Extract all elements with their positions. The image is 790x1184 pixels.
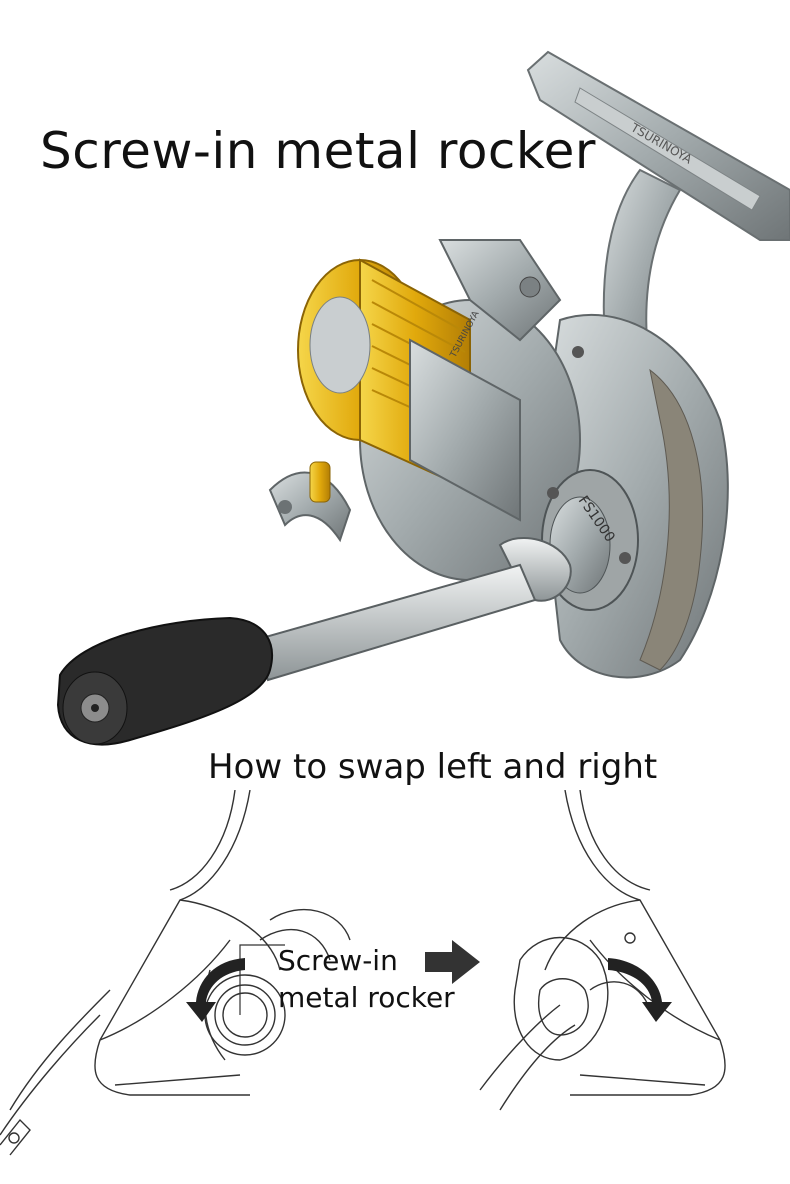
swap-diagram: [0, 790, 726, 1156]
callout-line-2: metal rocker: [278, 981, 455, 1014]
clockwise-arrow-icon: [608, 958, 672, 1022]
callout-line-1: Screw-in: [278, 944, 398, 977]
right-arrow-icon: [425, 940, 480, 984]
subheadline: How to swap left and right: [208, 747, 658, 787]
fishing-reel-illustration: TSURINOYA TSURINOYA FS1000: [56, 50, 790, 746]
counterclockwise-arrow-icon: [186, 958, 245, 1022]
handle-arm: [498, 536, 572, 602]
callout-label: Screw-in metal rocker: [278, 942, 455, 1016]
headline: Screw-in metal rocker: [40, 122, 596, 180]
